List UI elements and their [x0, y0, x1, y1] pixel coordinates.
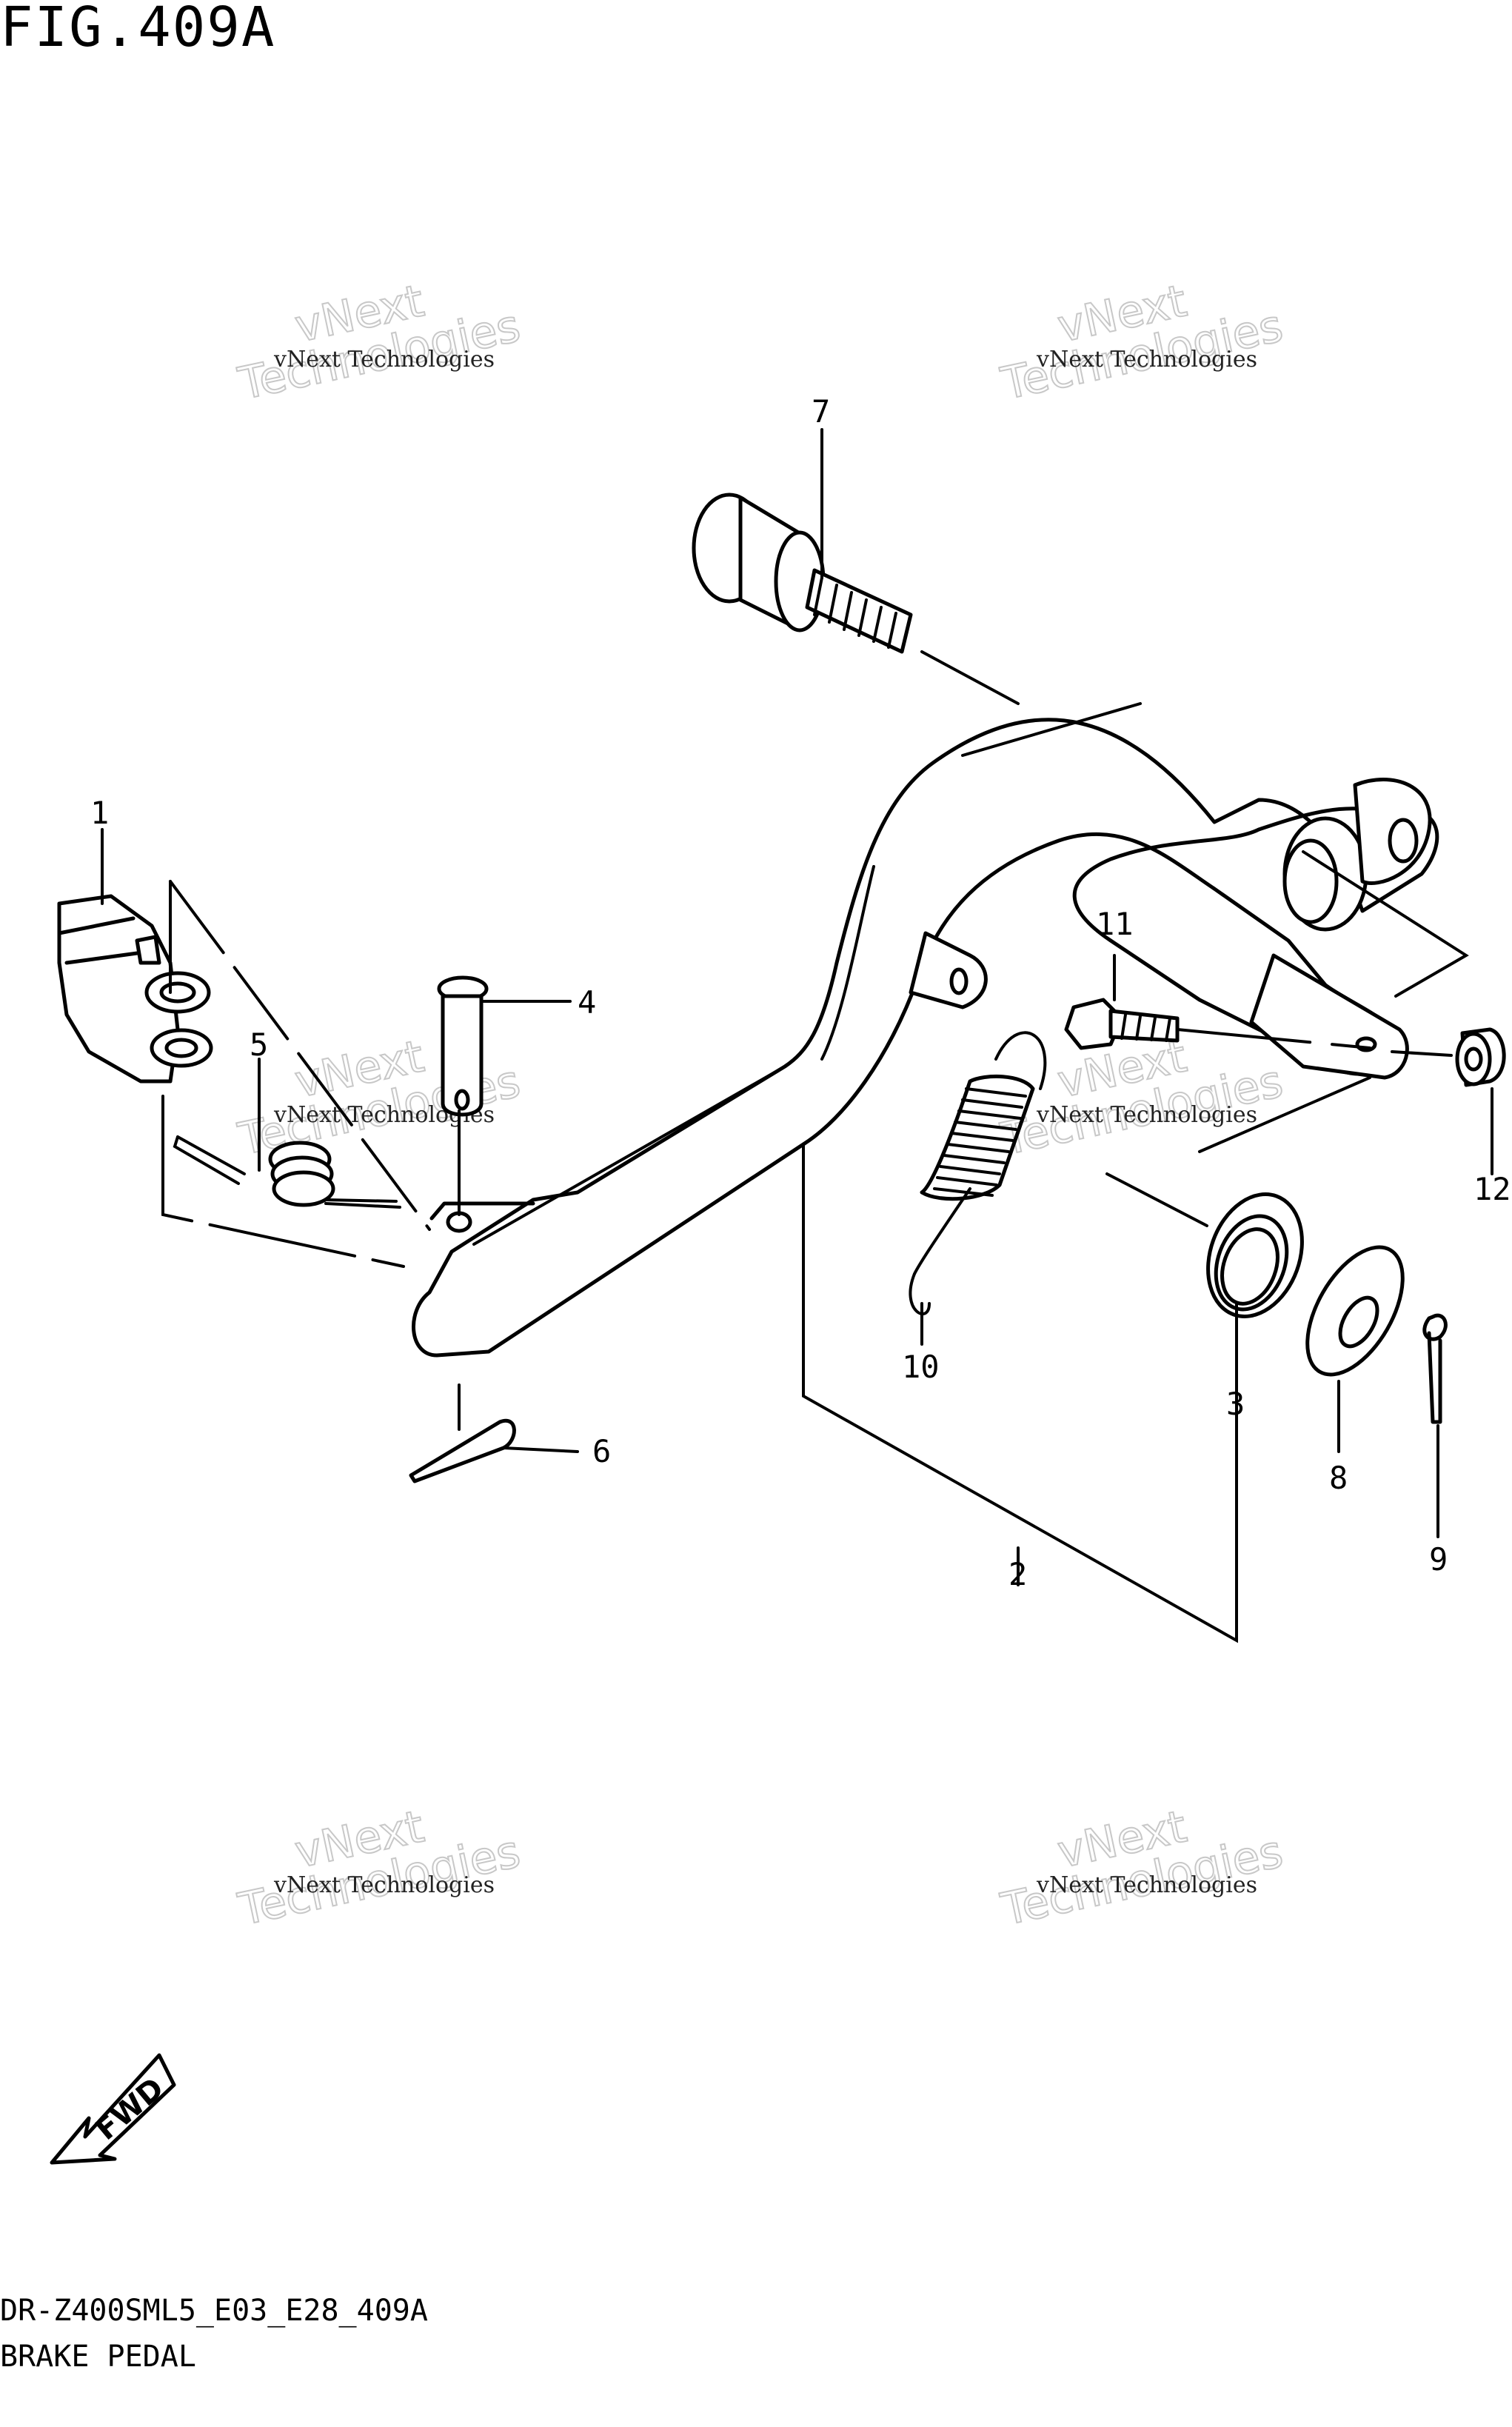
callout-9: 9 — [1429, 1541, 1448, 1578]
callout-8: 8 — [1329, 1460, 1348, 1496]
callout-labels: 1 2 3 4 5 6 7 8 9 10 11 12 — [90, 393, 1511, 1592]
callout-11: 11 — [1096, 906, 1134, 942]
watermark-top-right: Technologies vNext vNext Technologies — [996, 274, 1288, 411]
part-10-return-spring — [909, 1031, 1047, 1316]
callout-12: 12 — [1473, 1171, 1511, 1207]
callout-10: 10 — [902, 1349, 940, 1385]
callout-1: 1 — [90, 795, 109, 831]
footer-diagram-name: BRAKE PEDAL — [0, 2340, 196, 2374]
callout-3: 3 — [1226, 1386, 1245, 1422]
leader-lines — [101, 428, 1493, 1643]
part-3-seal — [1206, 1192, 1304, 1318]
svg-text:vNext Technologies: vNext Technologies — [273, 1872, 495, 1898]
callout-4: 4 — [578, 984, 596, 1021]
footer-diagram-code: DR-Z400SML5_E03_E28_409A — [0, 2294, 428, 2328]
part-5-spring — [173, 1135, 401, 1209]
svg-text:vNext Technologies: vNext Technologies — [273, 347, 495, 373]
svg-text:vNext Technologies: vNext Technologies — [1036, 347, 1257, 373]
svg-text:vNext Technologies: vNext Technologies — [1036, 1102, 1257, 1128]
watermark-bottom-right: Technologies vNext vNext Technologies — [996, 1800, 1288, 1937]
part-6-cotter-pin — [409, 1418, 516, 1483]
part-8-washer — [1305, 1245, 1405, 1377]
callout-7: 7 — [812, 393, 830, 430]
svg-text:vNext Technologies: vNext Technologies — [1036, 1872, 1257, 1898]
part-7-pivot-bolt — [692, 493, 913, 654]
spring-coils — [920, 1074, 1035, 1201]
part-11-bolt — [1064, 998, 1180, 1050]
part-1-clevis — [57, 894, 213, 1084]
watermark-bottom-left: Technologies vNext vNext Technologies — [233, 1800, 526, 1937]
callout-5: 5 — [250, 1026, 268, 1063]
part-4-clevis-pin — [437, 975, 489, 1117]
watermark-top-left: Technologies vNext vNext Technologies — [233, 274, 526, 411]
figure-title: FIG.409A — [0, 0, 276, 59]
callout-2: 2 — [1008, 1556, 1027, 1592]
part-9-cotter-pin — [1422, 1313, 1448, 1424]
part-12-collar — [1455, 1027, 1506, 1087]
fwd-arrow-icon: FWD — [50, 2053, 176, 2165]
callout-6: 6 — [592, 1433, 611, 1469]
